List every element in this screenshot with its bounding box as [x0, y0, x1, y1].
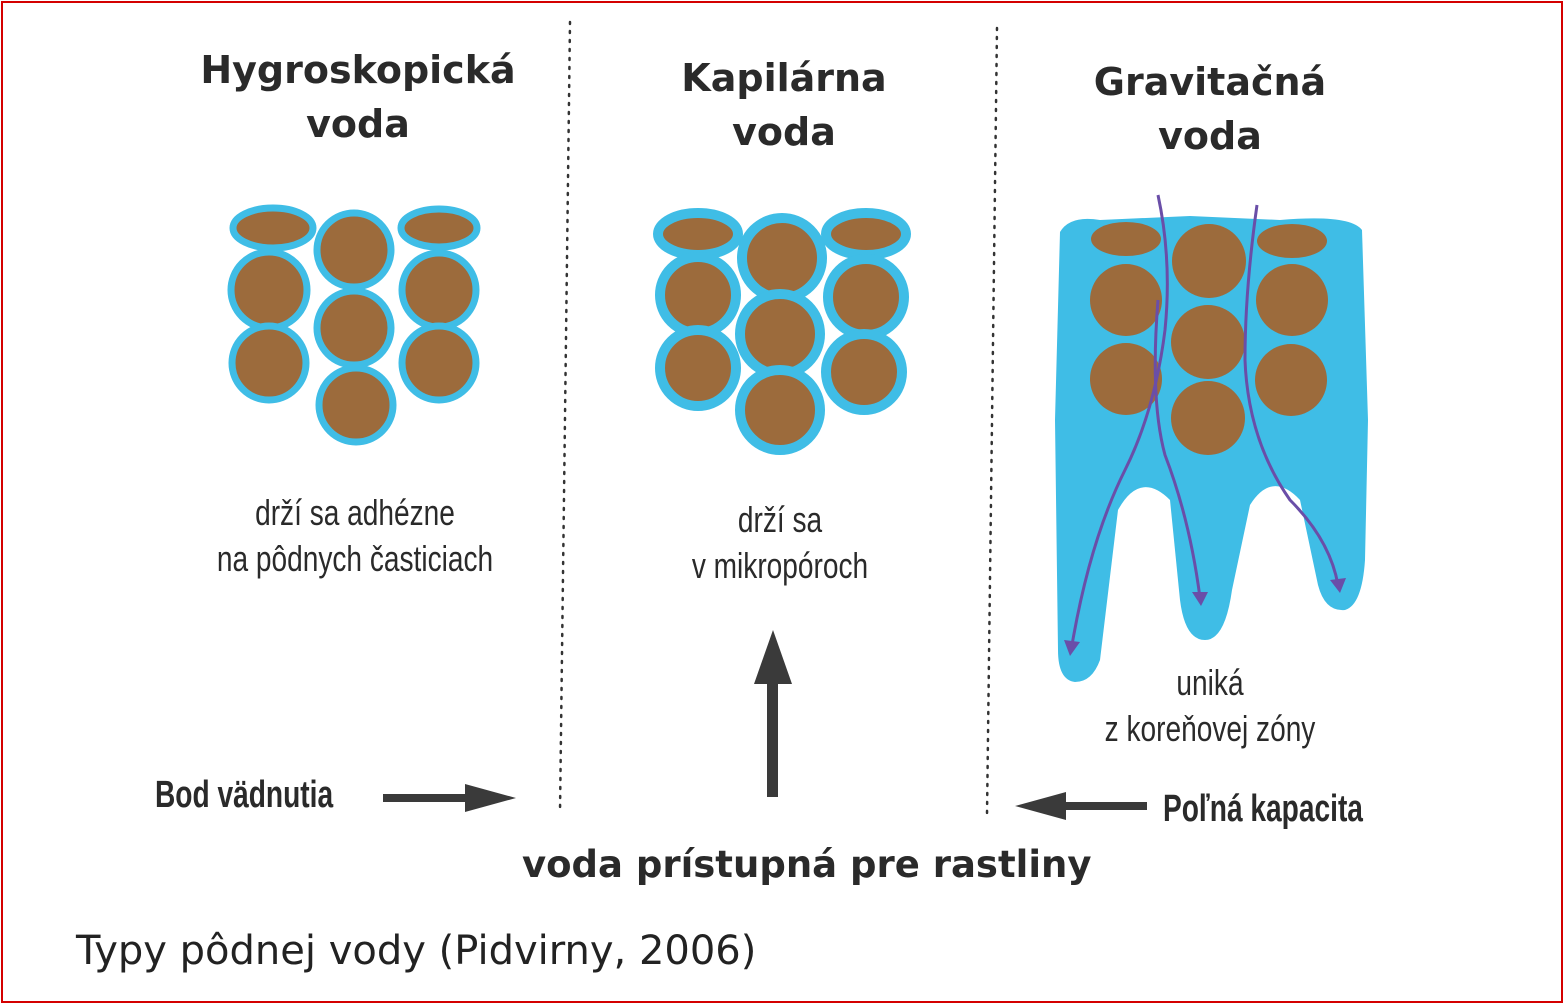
divider-right	[985, 26, 999, 817]
hygroscopic-particles	[227, 204, 481, 446]
figure-caption: Typy pôdnej vody (Pidvirny, 2006)	[76, 928, 757, 974]
title-line: Kapilárna	[681, 56, 887, 100]
flow-lines	[1070, 194, 1340, 646]
desc-gravitational: uniká z koreňovej zóny	[1077, 660, 1342, 752]
title-line: Gravitačná	[1093, 60, 1327, 104]
title-line: voda	[306, 102, 410, 146]
capillary-particles	[653, 208, 911, 455]
divider-left	[558, 20, 572, 814]
title-hygroscopic: Hygroskopická voda	[180, 43, 536, 151]
desc-line: uniká	[1176, 662, 1244, 703]
desc-line: z koreňovej zóny	[1104, 708, 1316, 749]
desc-line: drží sa adhézne	[255, 492, 455, 533]
desc-hygroscopic: drží sa adhézne na pôdnych časticiach	[195, 490, 515, 582]
desc-line: drží sa	[737, 499, 823, 540]
desc-line: v mikropóroch	[691, 545, 869, 586]
wilting-point-label: Bod vädnutia	[155, 774, 334, 816]
flow-arrowheads	[1064, 578, 1346, 656]
field-capacity-label: Poľná kapacita	[1163, 788, 1363, 830]
desc-capillary: drží sa v mikropóroch	[655, 497, 905, 589]
title-line: voda	[732, 110, 836, 154]
wilting-point-arrow	[383, 784, 516, 812]
gravitational-particles	[1090, 222, 1328, 455]
title-gravitational: Gravitačná voda	[1060, 55, 1360, 163]
title-capillary: Kapilárna voda	[634, 51, 934, 159]
field-capacity-arrow	[1015, 792, 1147, 820]
title-line: Hygroskopická	[200, 48, 516, 92]
title-line: voda	[1158, 114, 1262, 158]
available-water-label: voda prístupná pre rastliny	[522, 843, 1092, 886]
desc-line: na pôdnych časticiach	[216, 538, 494, 579]
up-arrow	[754, 630, 792, 797]
